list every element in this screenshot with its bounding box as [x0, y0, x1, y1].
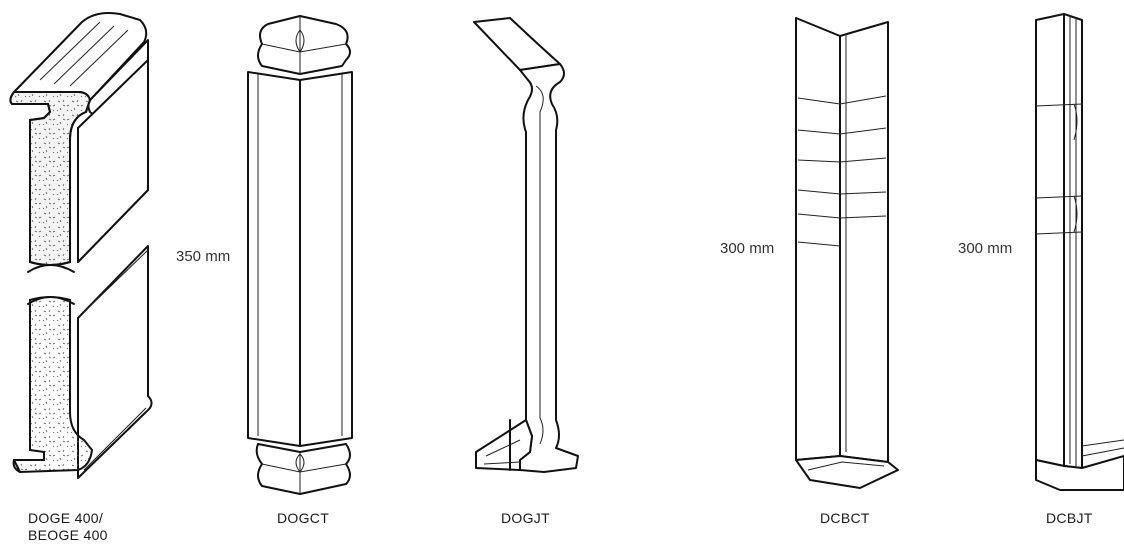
dcbct-dimension-label: 300 mm [720, 240, 775, 257]
doge-400-fascia-drawing [9, 12, 153, 479]
doge-label-line2: BEOGE 400 [28, 527, 108, 543]
dogjt-joint-drawing [473, 17, 579, 473]
dcbjt-label: DCBJT [1046, 510, 1093, 526]
dcbjt-dimension-label: 300 mm [958, 240, 1013, 257]
doge-label-line1: DOGE 400/ [28, 510, 104, 526]
dogjt-label: DOGJT [501, 510, 550, 526]
dcbct-corner-drawing [795, 17, 899, 489]
dogct-corner-drawing [247, 15, 353, 495]
dogct-dimension-label: 350 mm [176, 248, 231, 265]
dogct-label: DOGCT [277, 510, 330, 526]
dcbct-label: DCBCT [820, 510, 870, 526]
dcbjt-joint-drawing [1035, 13, 1124, 491]
doge-label: DOGE 400/ BEOGE 400 [28, 510, 108, 544]
